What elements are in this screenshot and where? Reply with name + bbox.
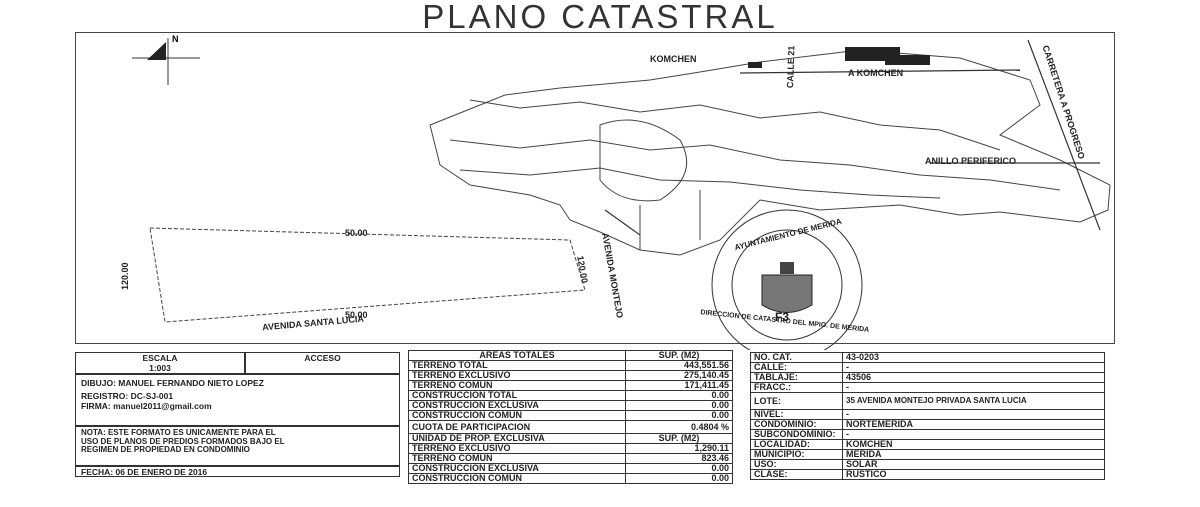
unit-row-value: 0.00 [625, 473, 733, 484]
unit-row-label: CONSTRUCCION EXCLUSIVA [408, 463, 626, 474]
catalog-label: LOCALIDAD: [750, 439, 843, 450]
area-row-label: CONSTRUCCION EXCLUSIVA [408, 400, 626, 411]
author-box: DIBUJO: MANUEL FERNANDO NIETO LOPEZ REGI… [75, 374, 400, 426]
dark-block [748, 62, 762, 68]
unit-row-value: 0.00 [625, 463, 733, 474]
area-row-label: TERRENO COMUN [408, 380, 626, 391]
map-label-calle: CALLE 21 [785, 45, 797, 89]
municipal-seal-icon [711, 209, 863, 350]
firma-text: FIRMA: manuel2011@gmail.com [81, 401, 212, 411]
catalog-label: CONDOMINIO: [750, 419, 843, 430]
page-title: PLANO CATASTRAL [422, 0, 778, 35]
catalog-label: USO: [750, 459, 843, 470]
escala-label: ESCALA [142, 353, 178, 363]
area-row-label: TERRENO TOTAL [408, 360, 626, 371]
area-row-value: 0.00 [625, 390, 733, 401]
unit-row-label: CONSTRUCCION COMUN [408, 473, 626, 484]
map-label-komchen-road: A KOMCHEN [848, 68, 904, 78]
dibujo-text: DIBUJO: MANUEL FERNANDO NIETO LOPEZ [81, 378, 264, 388]
catalog-label: CALLE: [750, 362, 843, 373]
registro-text: REGISTRO: DC-SJ-001 [81, 391, 174, 401]
catalog-value: - [842, 362, 1105, 373]
dark-block [885, 55, 930, 65]
acceso-box: ACCESO [245, 352, 400, 374]
catalog-label: NO. CAT. [750, 352, 843, 363]
areas-header-right: SUP. (M2) [625, 350, 733, 361]
catalog-label: MUNICIPIO: [750, 449, 843, 460]
area-row-label: CONSTRUCCION TOTAL [408, 390, 626, 401]
catalog-value: - [842, 429, 1105, 440]
catalog-value: 43-0203 [842, 352, 1105, 363]
catalog-value: MERIDA [842, 449, 1105, 460]
urban-area [429, 49, 1111, 256]
fecha-box: FECHA: 06 DE ENERO DE 2016 [75, 466, 400, 477]
catalog-value: 43506 [842, 372, 1105, 383]
catalog-value: NORTEMERIDA [842, 419, 1105, 430]
map-frame [75, 32, 1115, 344]
fecha-text: FECHA: 06 DE ENERO DE 2016 [81, 467, 208, 477]
catalog-label: FRACC.: [750, 382, 843, 393]
area-row-label: CONSTRUCCION COMUN [408, 410, 626, 421]
roads [604, 39, 1101, 236]
map-label-anillo: ANILLO PERIFERICO [925, 156, 1017, 166]
catalog-label: TABLAJE: [750, 372, 843, 383]
catalog-value: - [842, 382, 1105, 393]
catalog-label: NIVEL: [750, 409, 843, 420]
map-label-komchen: KOMCHEN [650, 54, 697, 64]
area-row-value: 0.00 [625, 410, 733, 421]
north-label: N [172, 34, 179, 44]
area-row-value: 443,551.56 [625, 360, 733, 371]
unit-row-value: 1,290.11 [625, 443, 733, 454]
dim-left: 120.00 [120, 262, 130, 290]
catalog-value: - [842, 409, 1105, 420]
catalog-value: SOLAR [842, 459, 1105, 470]
area-row-value: 171,411.45 [625, 380, 733, 391]
catalog-value: 35 AVENIDA MONTEJO PRIVADA SANTA LUCIA [842, 392, 1105, 410]
north-arrow-icon [132, 38, 200, 85]
catalog-table: NO. CAT.43-0203 CALLE:- TABLAJE:43506 FR… [750, 352, 1105, 480]
escala-value: 1:003 [149, 363, 171, 373]
catalog-value: RUSTICO [842, 469, 1105, 480]
dim-top: 50.00 [345, 228, 368, 238]
cuota-label: CUOTA DE PARTICIPACION [408, 420, 626, 434]
seal-code: F3 [775, 310, 790, 324]
unit-row-label: TERRENO EXCLUSIVO [408, 443, 626, 454]
catalog-value: KOMCHEN [842, 439, 1105, 450]
catalog-label: CLASE: [750, 469, 843, 480]
unidad-header-left: UNIDAD DE PROP. EXCLUSIVA [408, 433, 626, 444]
drawing-info-panel: ESCALA 1:003 ACCESO DIBUJO: MANUEL FERNA… [75, 352, 400, 477]
escala-box: ESCALA 1:003 [75, 352, 245, 374]
area-row-value: 0.00 [625, 400, 733, 411]
areas-header-left: AREAS TOTALES [408, 350, 626, 361]
nota-text: NOTA: ESTE FORMATO ES UNICAMENTE PARA EL… [81, 428, 285, 454]
catalog-label: LOTE: [750, 392, 843, 410]
acceso-label: ACCESO [304, 353, 341, 363]
unit-row-label: TERRENO COMUN [408, 453, 626, 464]
lot-polygon [149, 227, 586, 323]
nota-box: NOTA: ESTE FORMATO ES UNICAMENTE PARA EL… [75, 426, 400, 466]
dim-bottom: 50.00 [345, 310, 368, 320]
unidad-header-right: SUP. (M2) [625, 433, 733, 444]
cadastral-map: N [132, 34, 1111, 350]
area-row-label: TERRENO EXCLUSIVO [408, 370, 626, 381]
cuota-value: 0.4804 % [625, 420, 733, 434]
area-row-value: 275,140.45 [625, 370, 733, 381]
catalog-label: SUBCONDOMINIO: [750, 429, 843, 440]
unit-row-value: 823.46 [625, 453, 733, 464]
